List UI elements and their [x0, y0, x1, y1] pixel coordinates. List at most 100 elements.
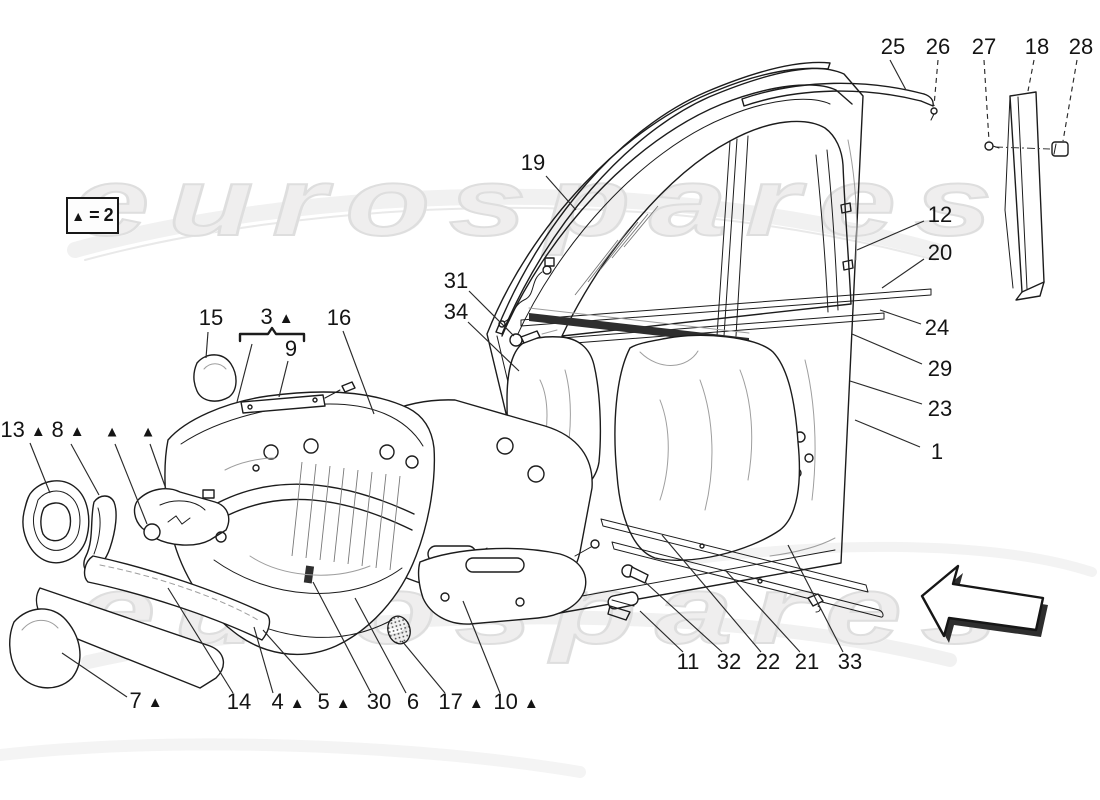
callout-number: 6: [406, 689, 420, 714]
soundproof-panel-34: [506, 336, 602, 506]
leader-line-34: [467, 321, 520, 372]
leader-line-28: [1062, 59, 1078, 142]
leader-line-18: [1027, 59, 1035, 92]
watermark-logo-top: eurospares: [71, 149, 1012, 256]
leader-line-25: [889, 59, 907, 91]
callout-number: 24: [924, 315, 950, 340]
screw-31: [509, 329, 558, 347]
callout-number: 7: [129, 688, 142, 713]
quantity-triangle-icon: ▲: [468, 694, 484, 712]
soundproof-panel-33: [614, 334, 801, 561]
callout-13: 13 ▲: [0, 419, 45, 441]
callout-number: 10: [493, 689, 518, 714]
callout-6: 6: [407, 691, 419, 713]
quantity-triangle-icon: ▲: [147, 693, 163, 711]
leader-line-15: [205, 331, 209, 359]
leader-line-26: [933, 59, 939, 107]
callout-number: 3: [260, 304, 273, 329]
leader-line-23: [849, 380, 923, 405]
leader-line-31: [468, 290, 515, 337]
callout-1: 1: [931, 441, 943, 463]
callout-8: 8▲: [51, 419, 84, 441]
watermark-logo-bottom: eurospares: [77, 557, 1018, 664]
callout-number: 26: [925, 34, 951, 59]
callout-number: 31: [443, 268, 469, 293]
callout-number: 16: [326, 305, 352, 330]
swoosh-bottom-left: [0, 738, 586, 778]
callout-number: 5: [317, 689, 330, 714]
legend-value: 2: [103, 205, 114, 225]
callout-number: 14: [226, 689, 252, 714]
leader-line-13: [29, 442, 51, 494]
quantity-triangle-icon: ▲: [140, 423, 156, 441]
callout-28: 28: [1069, 36, 1093, 58]
leader-line-3: [236, 343, 253, 403]
callout-29: 29: [928, 358, 952, 380]
leader-line-20: [881, 258, 925, 289]
callout-number: 28: [1068, 34, 1094, 59]
callout-7: 7▲: [129, 690, 162, 712]
callout-5: 5▲: [317, 691, 350, 713]
triangle-icon: ▲: [71, 207, 86, 224]
callout-number: 15: [198, 305, 224, 330]
callout-number: 8: [51, 417, 64, 442]
callout-23: 23: [928, 398, 952, 420]
callout-18: 18: [1025, 36, 1049, 58]
roof-molding-25: [741, 82, 938, 121]
callout-24: 24: [925, 317, 949, 339]
callout-3: 3▲: [260, 306, 293, 328]
callout-number: 13: [0, 417, 25, 442]
callout-15: 15: [199, 307, 223, 329]
callout-number: 23: [927, 396, 953, 421]
callout-number: 27: [971, 34, 997, 59]
callout-number: 4: [271, 689, 284, 714]
callout-number: 29: [927, 356, 953, 381]
latch-assembly: [133, 488, 230, 546]
callout-26: 26: [926, 36, 950, 58]
callout-9: 9: [285, 338, 297, 360]
callout-30: 30: [367, 691, 391, 713]
pad-7: [9, 608, 81, 689]
callout-27: 27: [972, 36, 996, 58]
quantity-triangle-icon: ▲: [289, 694, 305, 712]
leader-line-29: [851, 333, 923, 365]
callout-14: 14: [227, 691, 251, 713]
quantity-triangle-icon: ▲: [523, 694, 539, 712]
callout-number: 9: [284, 336, 298, 361]
callout-17: 17 ▲: [438, 691, 483, 713]
callout-number: 1: [930, 439, 944, 464]
bracket-9: [240, 381, 356, 414]
callout-31: 31: [444, 270, 468, 292]
legend-separator: =: [89, 205, 100, 225]
callout-triangle-21: ▲: [140, 423, 156, 441]
leader-line-8: [70, 443, 100, 496]
callout-10: 10 ▲: [493, 691, 538, 713]
quantity-triangle-icon: ▲: [104, 423, 120, 441]
leader-line-24: [879, 309, 922, 325]
callout-number: 30: [366, 689, 392, 714]
leader-line-1: [854, 419, 921, 448]
callout-16: 16: [327, 307, 351, 329]
tweeter-cover-15: [193, 354, 237, 402]
quantity-triangle-icon: ▲: [278, 309, 294, 327]
group-bracket-3: [238, 326, 306, 343]
belt-strips: [520, 288, 932, 347]
callout-4: 4▲: [271, 691, 304, 713]
handle-bezel-13: [22, 480, 90, 564]
quantity-triangle-icon: ▲: [69, 422, 85, 440]
callout-number: 34: [443, 299, 469, 324]
callout-number: 17: [438, 689, 463, 714]
callout-25: 25: [881, 36, 905, 58]
quantity-triangle-icon: ▲: [30, 422, 46, 440]
callout-number: 25: [880, 34, 906, 59]
leader-line-triangle-21: [149, 443, 167, 490]
leader-line-9: [278, 360, 289, 398]
leader-line-27: [983, 59, 990, 142]
callout-number: 18: [1024, 34, 1050, 59]
leader-line-16: [342, 330, 375, 415]
callout-triangle-20: ▲: [104, 423, 120, 441]
